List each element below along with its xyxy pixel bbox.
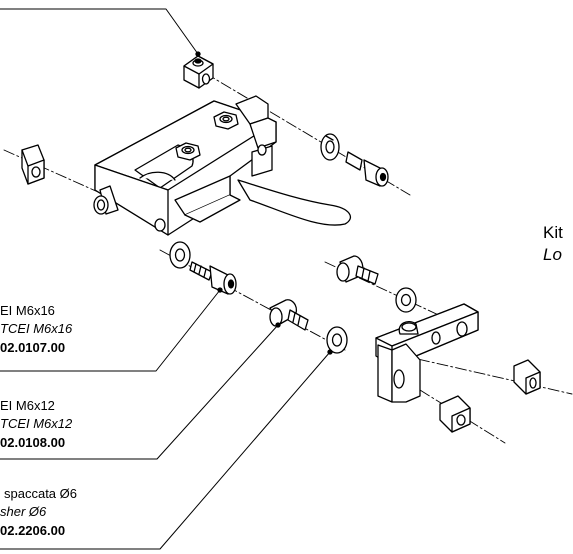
upper-right-washer-icon [320, 133, 340, 161]
bottom-square-nut-icon [439, 395, 471, 433]
bracket-plate [375, 303, 479, 403]
leader-screw-m6x12 [0, 324, 279, 460]
left-washer-icon [169, 241, 191, 269]
screw-m6x12-code: 02.0108.00 [0, 435, 66, 450]
washer-code: 02.2206.00 [0, 523, 66, 538]
lower-screw-icon [336, 255, 379, 285]
leader-dot [217, 287, 223, 293]
washer-label-en: sher Ø6 [0, 504, 47, 519]
latch-body [93, 95, 352, 236]
top-square-nut-icon [183, 55, 214, 89]
screw-m6x16-label-en: TCEI M6x16 [0, 321, 73, 336]
center-axes [3, 72, 573, 444]
right-square-nut-icon [513, 359, 541, 395]
screw-m6x16-label-it: EI M6x16 [0, 303, 55, 318]
leader-dot [327, 349, 333, 355]
screw-m6x16-icon [189, 261, 237, 295]
screw-m6x12-label-it: EI M6x12 [0, 398, 55, 413]
leader-top-nut [0, 8, 199, 55]
leader-dot [275, 322, 281, 328]
screw-m6x12-icon [269, 299, 309, 331]
kit-subtitle: Lo [543, 245, 562, 264]
washer-label-it: spaccata Ø6 [4, 486, 77, 501]
leader-washer [0, 351, 331, 550]
leader-screw-m6x16 [0, 289, 221, 372]
leader-dot [195, 51, 201, 57]
bracket-washer-icon [395, 287, 417, 313]
left-square-nut-icon [21, 144, 45, 185]
kit-title: Kit [543, 223, 563, 242]
upper-right-screw-icon [345, 151, 389, 187]
screw-m6x16-code: 02.0107.00 [0, 340, 66, 355]
screw-m6x12-label-en: TCEI M6x12 [0, 416, 73, 431]
leader-lines [0, 8, 331, 550]
center-washer-icon [326, 326, 348, 354]
